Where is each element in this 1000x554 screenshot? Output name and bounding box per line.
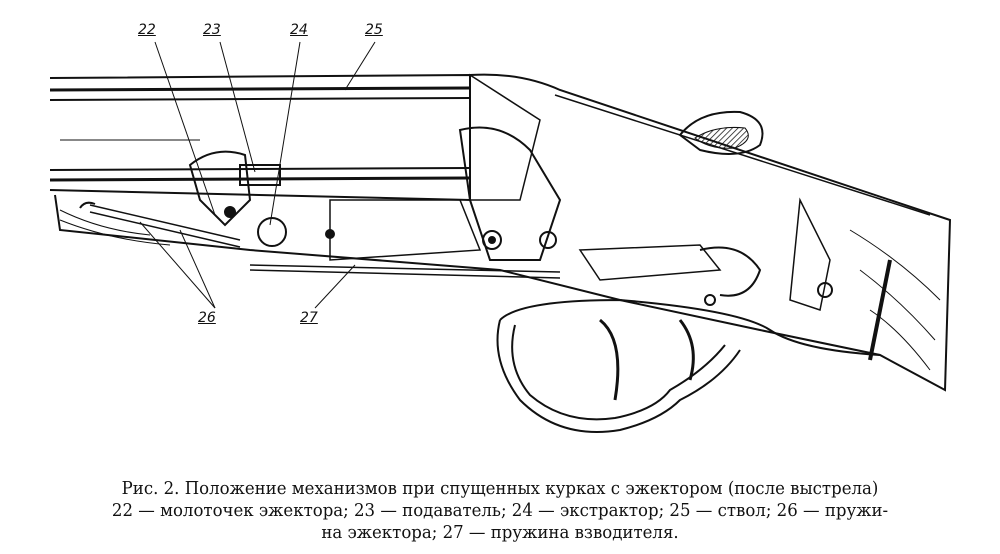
shotgun-mechanism-drawing xyxy=(49,41,952,433)
barrel xyxy=(49,73,471,202)
top-lever xyxy=(678,110,764,155)
mechanism-parts xyxy=(325,126,892,361)
callout-24: 24 xyxy=(290,22,308,38)
stock-wood xyxy=(59,209,941,371)
caption-legend: 22 — молоточек эжектора; 23 — подаватель… xyxy=(111,500,889,521)
ejector-hammer xyxy=(188,150,252,227)
leader-lines xyxy=(139,41,376,309)
caption-title-line: Рис. 2. Положение механизмов при спущенн… xyxy=(40,478,960,500)
figure-caption: Рис. 2. Положение механизмов при спущенн… xyxy=(40,478,960,544)
trigger-guard xyxy=(496,298,881,433)
extractor xyxy=(239,164,287,247)
callout-25: 25 xyxy=(365,22,383,38)
springs xyxy=(79,201,561,279)
callout-22: 22 xyxy=(138,22,156,38)
caption-legend-cont: на эжектора; 27 — пружина взводителя. xyxy=(321,522,679,543)
caption-title: Положение механизмов при спущенных курка… xyxy=(184,478,879,499)
receiver xyxy=(54,73,952,392)
callout-23: 23 xyxy=(203,22,221,38)
callout-27: 27 xyxy=(300,310,318,326)
callout-26: 26 xyxy=(198,310,216,326)
caption-prefix: Рис. 2. xyxy=(121,478,180,499)
